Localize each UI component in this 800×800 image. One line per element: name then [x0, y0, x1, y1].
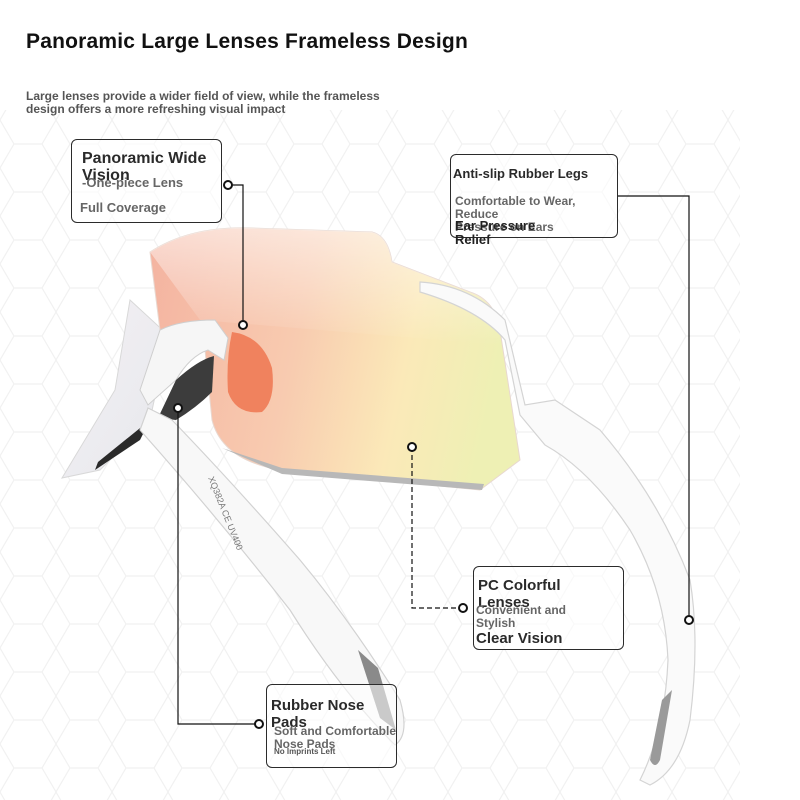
left-temple — [139, 407, 405, 746]
page-subtitle: Large lenses provide a wider field of vi… — [26, 89, 380, 116]
callout-rubber-legs: Anti-slip Rubber Legs Comfortable to Wea… — [450, 154, 618, 247]
nose-pad-right — [227, 332, 273, 413]
lens-highlight — [150, 227, 500, 345]
dot-pc-lenses-start — [407, 442, 417, 452]
page-title: Panoramic Large Lenses Frameless Design — [26, 30, 468, 53]
dot-rubber-legs-end — [684, 615, 694, 625]
callout-wide-vision-line1: -One-piece Lens — [82, 175, 184, 190]
dot-nose-pads-end — [254, 719, 264, 729]
callout-pc-lenses-line1: Convenient and Stylish — [476, 603, 567, 630]
right-temple — [419, 281, 696, 786]
callout-wide-vision-title: Panoramic Wide Vision — [82, 150, 207, 184]
leader-line-rubber-legs — [618, 195, 690, 620]
callout-nose-pads-line2: No Imprints Left — [274, 747, 336, 756]
callout-pc-lenses-line2: Clear Vision — [476, 630, 563, 647]
right-temple-rubber — [650, 690, 672, 765]
callout-wide-vision: Panoramic Wide Vision -One-piece Lens Fu… — [71, 139, 222, 223]
nose-bridge — [139, 319, 229, 406]
leader-line-pc-lenses — [411, 447, 463, 609]
callout-pc-lenses: PC Colorful Lenses Convenient and Stylis… — [473, 566, 624, 650]
leader-line-nose-pads — [177, 408, 259, 725]
nose-pad-left — [158, 356, 214, 420]
dot-nose-pads-start — [173, 403, 183, 413]
callout-nose-pads-line1: Soft and Comfortable Nose Pads — [274, 724, 396, 751]
leader-dots — [173, 180, 694, 729]
left-lens-edge — [95, 420, 150, 470]
callout-nose-pads: Rubber Nose Pads Soft and Comfortable No… — [266, 684, 397, 768]
callout-nose-pads-title: Rubber Nose Pads — [271, 697, 365, 731]
lens-bottom-edge — [222, 448, 484, 490]
callout-pc-lenses-title: PC Colorful Lenses — [478, 577, 561, 611]
dot-wide-vision-end — [238, 320, 248, 330]
callout-rubber-legs-line2: Ear Pressure Relief — [455, 218, 536, 247]
dot-pc-lenses-end — [458, 603, 468, 613]
callout-rubber-legs-title: Anti-slip Rubber Legs — [453, 166, 589, 181]
dot-wide-vision-start — [223, 180, 233, 190]
callout-wide-vision-line2: Full Coverage — [80, 200, 166, 215]
callout-rubber-legs-line1: Comfortable to Wear, Reduce Pressure on … — [455, 194, 576, 234]
